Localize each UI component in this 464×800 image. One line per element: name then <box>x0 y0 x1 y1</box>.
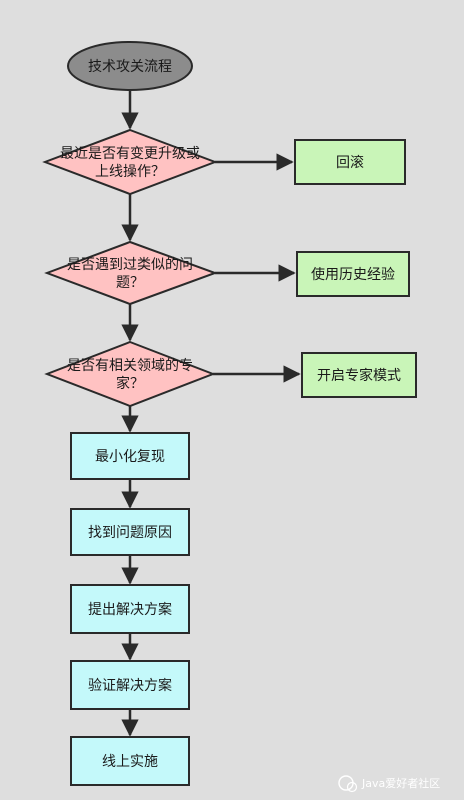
decision-diamond-3 <box>44 340 216 408</box>
wechat-icon-bubble <box>346 781 358 793</box>
decision-2-line-1: 是否遇到过类似的问 <box>67 257 193 273</box>
step-5-label: 线上实施 <box>102 754 158 770</box>
step-3-label: 提出解决方案 <box>88 601 172 618</box>
action-expert-label: 开启专家模式 <box>317 367 401 384</box>
decision-3-line-1: 是否有相关领域的专 <box>67 358 193 374</box>
decision-1-line-2: 上线操作？ <box>95 164 165 180</box>
decision-3-line-2: 家？ <box>116 375 144 392</box>
watermark: Java爱好者社区 <box>338 775 440 793</box>
step-4-label: 验证解决方案 <box>88 677 172 694</box>
action-rollback-label: 回滚 <box>336 154 364 171</box>
step-2-label: 找到问题原因 <box>88 525 172 541</box>
action-box-expert <box>301 352 417 398</box>
decision-1-line-1: 最近是否有变更升级或 <box>60 146 200 162</box>
step-box-5 <box>70 736 190 786</box>
action-box-history <box>296 251 410 297</box>
action-box-rollback <box>294 139 406 185</box>
step-1-label: 最小化复现 <box>95 448 165 465</box>
watermark-text: Java爱好者社区 <box>361 776 440 790</box>
action-history-label: 使用历史经验 <box>311 266 395 283</box>
decision-diamond-2 <box>44 240 218 306</box>
decision-diamond-1 <box>42 128 218 196</box>
step-box-4 <box>70 660 190 710</box>
start-label: 技术攻关流程 <box>88 59 172 75</box>
decision-2-line-2: 题？ <box>116 275 144 291</box>
